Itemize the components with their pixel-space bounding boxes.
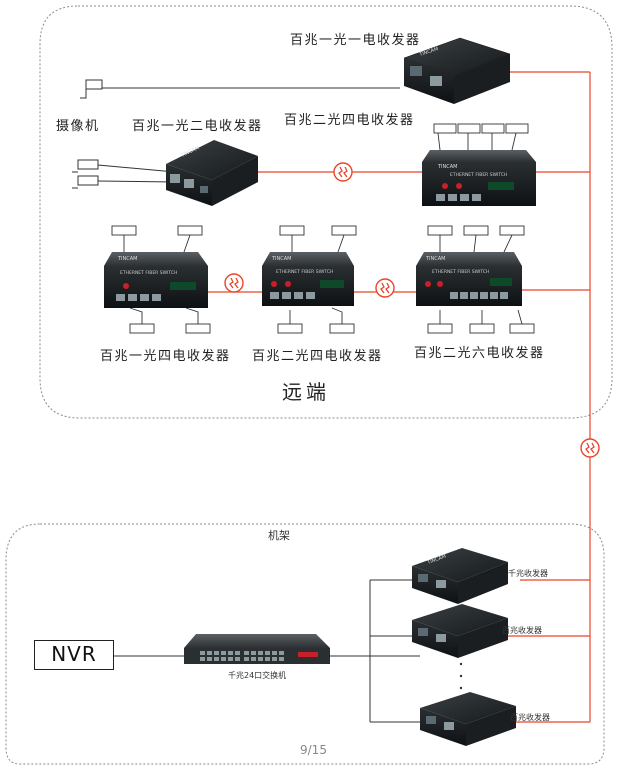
gigabit-transceiver-label: 千兆收发器	[508, 569, 548, 578]
svg-text:TINCAM: TINCAM	[425, 256, 446, 262]
svg-text:ETHERNET FIBER SWITCH: ETHERNET FIBER SWITCH	[432, 269, 489, 275]
rack-label: 机架	[268, 529, 290, 542]
fast-transceiver-label-1: 百兆收发器	[502, 626, 542, 635]
label-2f4e-top: 百兆二光四电收发器	[284, 113, 415, 128]
continuation-dots	[459, 662, 463, 702]
rack-transceiver-gigabit: TINCAM	[412, 548, 508, 604]
device-1f4e: TINCAM ETHERNET FIBER SWITCH	[104, 252, 208, 308]
switch-label: 千兆24口交换机	[228, 671, 287, 680]
svg-text:TINCAM: TINCAM	[437, 164, 458, 170]
label-1f1e: 百兆一光一电收发器	[290, 33, 421, 48]
device-2f4e: TINCAM ETHERNET FIBER SWITCH	[262, 252, 354, 306]
page-number: 9/15	[300, 743, 327, 757]
switch-24-port	[184, 634, 330, 664]
label-camera: 摄像机	[56, 119, 100, 134]
device-1f2e: TINCAM	[166, 140, 258, 206]
svg-text:TINCAM: TINCAM	[117, 256, 138, 262]
svg-text:ETHERNET FIBER SWITCH: ETHERNET FIBER SWITCH	[276, 269, 333, 275]
copper-links	[72, 79, 420, 723]
device-2f4e-top: TINCAM ETHERNET FIBER SWITCH	[422, 150, 536, 206]
port-label-boxes	[111, 123, 535, 334]
fast-transceiver-label-2: 百兆收发器	[510, 713, 550, 722]
svg-text:ETHERNET FIBER SWITCH: ETHERNET FIBER SWITCH	[450, 172, 507, 178]
label-2f6e: 百兆二光六电收发器	[414, 346, 545, 361]
label-1f4e: 百兆一光四电收发器	[100, 349, 231, 364]
label-1f2e: 百兆一光二电收发器	[132, 119, 263, 134]
device-2f6e: TINCAM ETHERNET FIBER SWITCH	[416, 252, 522, 306]
label-2f4e: 百兆二光四电收发器	[252, 349, 383, 364]
rack-transceiver-fast-2	[420, 692, 516, 746]
svg-text:ETHERNET FIBER SWITCH: ETHERNET FIBER SWITCH	[120, 270, 177, 276]
nvr-box: NVR	[34, 640, 114, 670]
svg-text:TINCAM: TINCAM	[271, 256, 292, 262]
remote-region-label: 远端	[282, 380, 330, 404]
device-1f1e: TINCAM	[403, 37, 511, 104]
remote-region-frame	[39, 5, 613, 419]
fiber-link-symbols	[224, 162, 600, 458]
rack-transceiver-fast-1	[412, 604, 508, 658]
rack-region-frame	[5, 523, 605, 765]
